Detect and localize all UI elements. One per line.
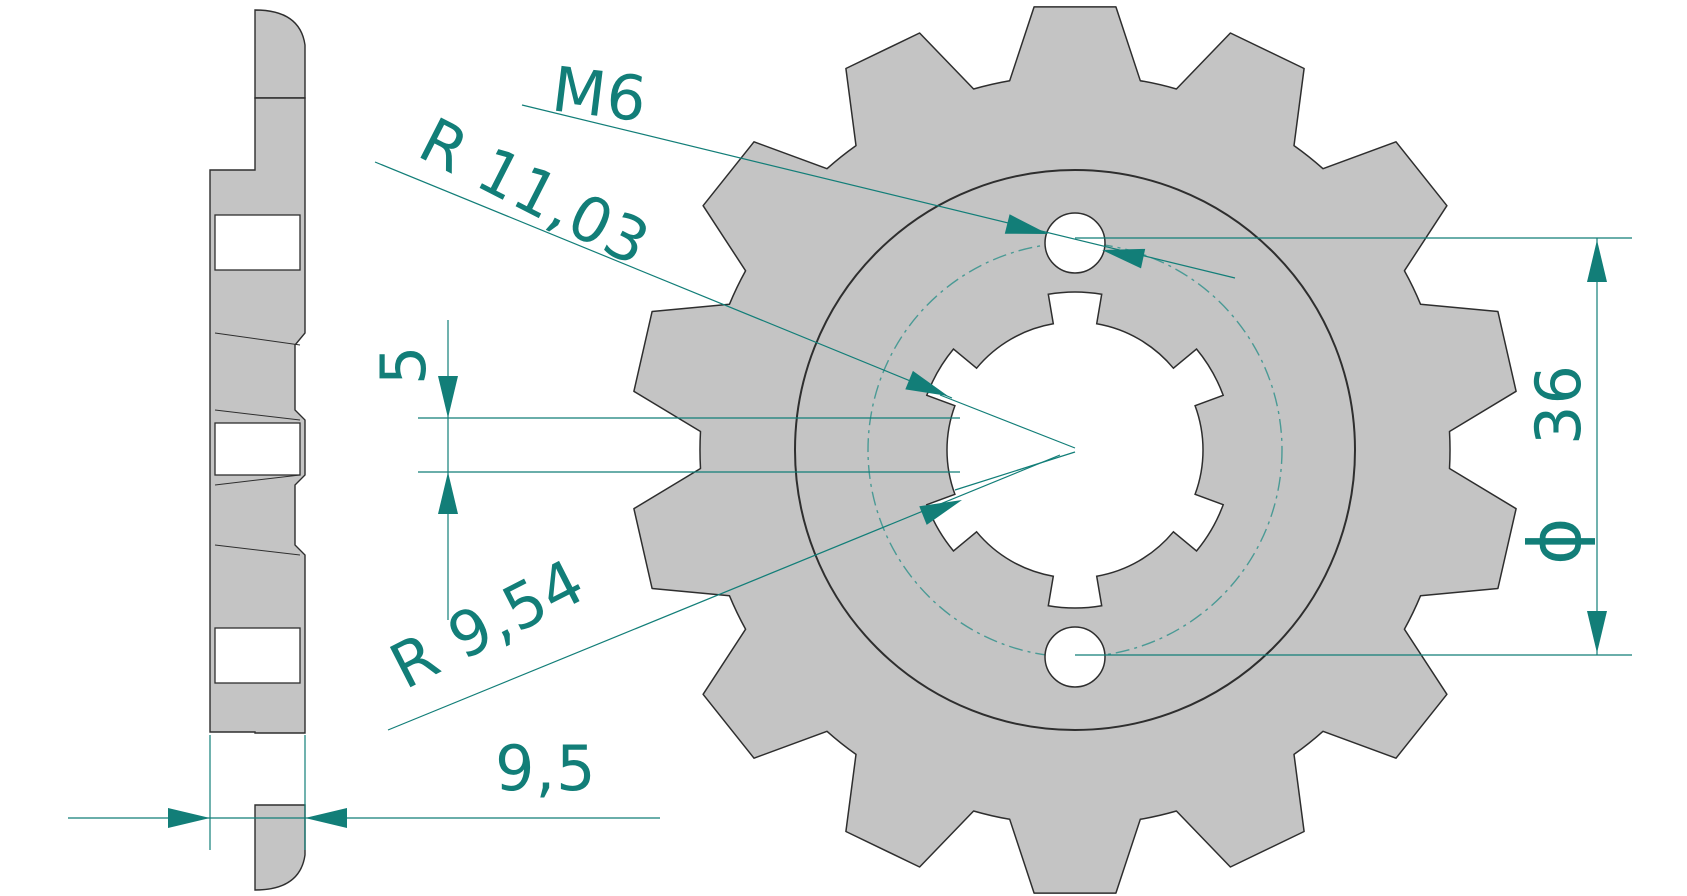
side-edge-line xyxy=(214,409,301,421)
thk-arrow-right xyxy=(305,808,347,828)
bolt-circle-label: 36 xyxy=(1522,364,1595,445)
center-ray-lower xyxy=(954,451,1076,491)
thickness-label: 9,5 xyxy=(495,732,597,805)
side-tooth-bottom xyxy=(254,804,306,891)
sprocket-front-view xyxy=(633,6,1517,894)
side-edge-line xyxy=(214,332,301,346)
inner-radius-arrow xyxy=(919,500,962,525)
side-edge-line xyxy=(214,544,301,556)
side-window-lower xyxy=(214,627,301,684)
dimension-lines xyxy=(68,104,1632,850)
sprocket-side-view xyxy=(209,9,306,891)
side-window-upper xyxy=(214,214,301,271)
bc-arrow-top xyxy=(1587,240,1607,282)
center-ray-upper xyxy=(939,394,1076,449)
key-width-label: 5 xyxy=(367,345,440,385)
bolt-hole-bottom xyxy=(1044,626,1106,688)
inner-radius-label: R 9,54 xyxy=(379,544,596,703)
outer-radius-leader xyxy=(374,161,953,399)
thread-arrow-2 xyxy=(1102,248,1146,269)
bolt-hole-top xyxy=(1044,212,1106,274)
key-arrow-bottom xyxy=(438,472,458,514)
thread-leader xyxy=(521,104,1236,279)
splined-bore xyxy=(925,291,1225,609)
diameter-symbol: ϕ xyxy=(1513,517,1597,566)
hub-ring-circle xyxy=(794,169,1356,731)
side-window-middle xyxy=(214,422,301,476)
thk-arrow-left xyxy=(168,808,210,828)
outer-radius-arrow xyxy=(905,370,948,396)
dimension-arrows xyxy=(168,214,1607,828)
thread-label: M6 xyxy=(548,52,651,136)
inner-radius-leader xyxy=(387,454,1061,731)
bc-arrow-bottom xyxy=(1587,611,1607,653)
thread-arrow-1 xyxy=(1004,214,1048,234)
side-edge-line xyxy=(214,474,301,486)
key-arrow-top xyxy=(438,376,458,418)
side-windows xyxy=(214,214,301,684)
side-tooth-top xyxy=(254,9,306,99)
